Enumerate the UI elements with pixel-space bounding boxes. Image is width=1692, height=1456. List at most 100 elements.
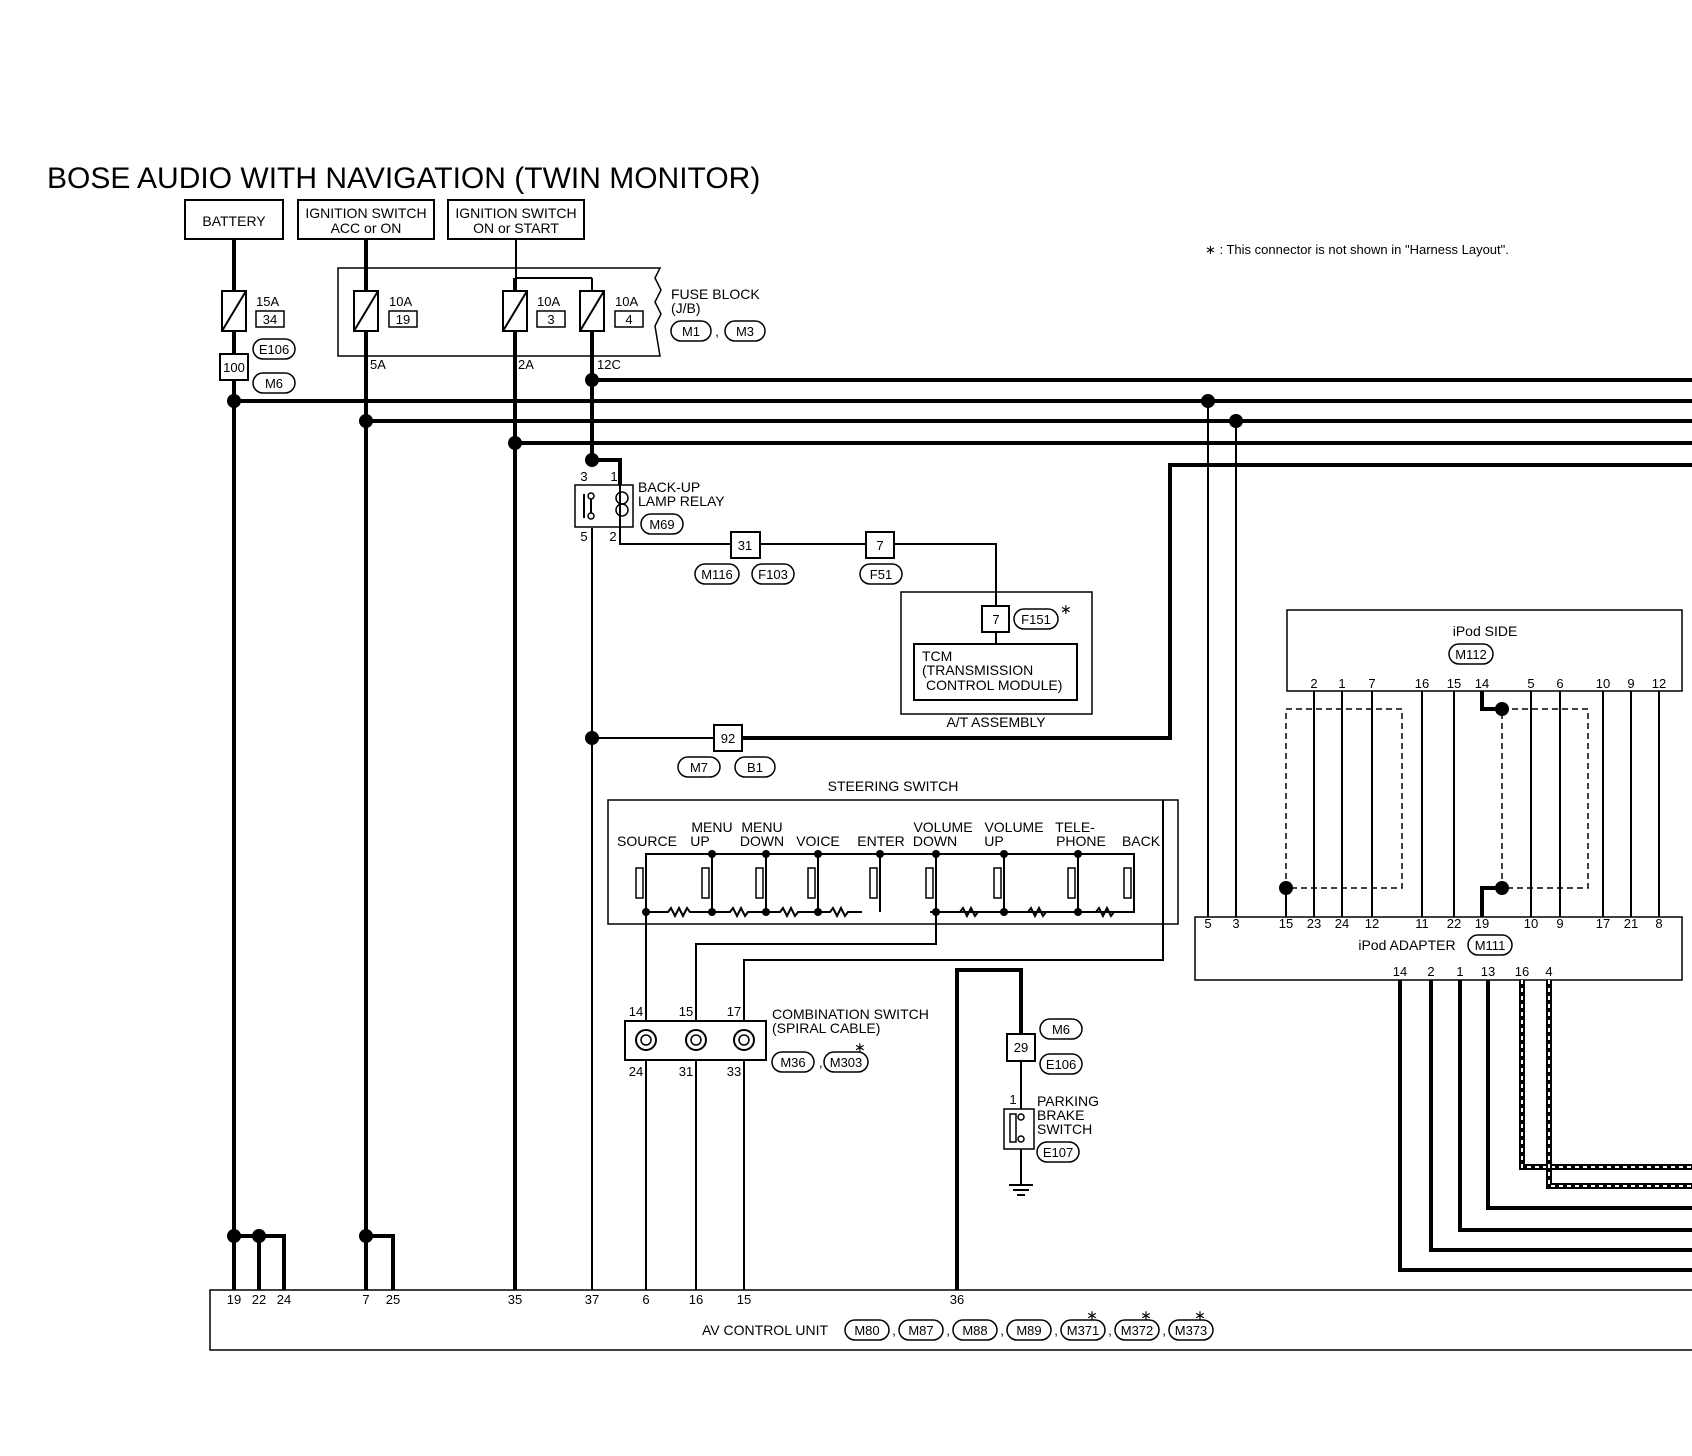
joint-92-pin: 92 (721, 731, 735, 746)
adapter-left-pin-3: 3 (1232, 916, 1239, 931)
ignition-switch-on-box: IGNITION SWITCH ON or START (447, 199, 585, 240)
adapter-bottom-pin-1: 1 (1456, 964, 1463, 979)
fuse-out-5a: 5A (370, 357, 386, 372)
label-phone: PHONE (1056, 833, 1106, 849)
label-tele: TELE- (1055, 819, 1095, 835)
comb-pin-33: 33 (727, 1064, 741, 1079)
conn-f103: F103 (758, 567, 788, 582)
av-conn-badge-M80 (844, 1319, 890, 1341)
star-f151: ∗ (1060, 601, 1072, 617)
parking-label-2: BRAKE (1037, 1107, 1084, 1123)
relay-pin-5: 5 (580, 529, 587, 544)
comb-label-1: COMBINATION SWITCH (772, 1006, 929, 1022)
star-M372: ∗ (1140, 1307, 1152, 1323)
backup-lamp-relay: 3 1 5 2 BACK-UP LAMP RELAY M69 (574, 458, 725, 544)
av-sep-3: , (1054, 1323, 1058, 1338)
conn-m6: M6 (265, 376, 283, 391)
adapter-bottom-pin-16: 16 (1515, 964, 1529, 979)
ipod-side-pin-14: 14 (1475, 676, 1489, 691)
adapter-top-pin-9: 9 (1556, 916, 1563, 931)
ipod-side-pin-10: 10 (1596, 676, 1610, 691)
fuse-10a-19: 10A 19 (353, 290, 418, 332)
conn-f51: F51 (870, 567, 892, 582)
av-conn-badge-M88 (952, 1319, 998, 1341)
tcm-label-1: TCM (922, 648, 952, 664)
adapter-top-pin-8: 8 (1655, 916, 1662, 931)
joint-7-pin: 7 (876, 538, 883, 553)
av-pin-24: 24 (277, 1292, 291, 1307)
av-pin-35: 35 (508, 1292, 522, 1307)
fuse-block-label-1: FUSE BLOCK (671, 286, 760, 302)
av-pin-15: 15 (737, 1292, 751, 1307)
av-conn-badge-M371 (1060, 1319, 1106, 1341)
av-conn-M88: M88 (962, 1323, 987, 1338)
av-pin-19: 19 (227, 1292, 241, 1307)
av-pin-7: 7 (362, 1292, 369, 1307)
fuse-4-num: 4 (625, 312, 632, 327)
fuse-15a-num: 34 (263, 312, 277, 327)
parking-brake: 29 M6 E106 1 PARKING BRAKE SWITCH E107 (955, 968, 1099, 1290)
relay-label-2: LAMP RELAY (638, 493, 725, 509)
adapter-top-pin-19: 19 (1475, 916, 1489, 931)
diagram-title: BOSE AUDIO WITH NAVIGATION (TWIN MONITOR… (47, 162, 760, 195)
adapter-top-pin-24: 24 (1335, 916, 1349, 931)
ipod-side-pin-16: 16 (1415, 676, 1429, 691)
conn-m36: M36 (780, 1055, 805, 1070)
ipod-side-pin-6: 6 (1556, 676, 1563, 691)
adapter-top-pin-10: 10 (1524, 916, 1538, 931)
steering-switch-title: STEERING SWITCH (828, 778, 959, 794)
parking-label-3: SWITCH (1037, 1121, 1092, 1137)
ipod-side-pin-12: 12 (1652, 676, 1666, 691)
conn-m1: M1 (682, 324, 700, 339)
av-pin-37: 37 (585, 1292, 599, 1307)
relay-pin-3: 3 (580, 469, 587, 484)
steering-switch: STEERING SWITCH MENU MENU VOLUME VOLUME … (607, 778, 1179, 925)
ipod-adapter: iPod ADAPTER M111 (1194, 916, 1683, 981)
conn-m7: M7 (690, 760, 708, 775)
adapter-bottom-pin-2: 2 (1427, 964, 1434, 979)
fuse-3-num: 3 (547, 312, 554, 327)
ign-acc-label-2: ACC or ON (331, 220, 402, 236)
conn-m3: M3 (736, 324, 754, 339)
comb-pin-24: 24 (629, 1064, 643, 1079)
av-conn-M373: M373 (1175, 1323, 1208, 1338)
joint-31: 31 M116 F103 (694, 531, 795, 585)
ipod-side-pin-2: 2 (1310, 676, 1317, 691)
adapter-bottom-pin-13: 13 (1481, 964, 1495, 979)
fuse-10a-3: 10A 3 (502, 290, 566, 332)
av-pin-16: 16 (689, 1292, 703, 1307)
ipod-adapter-label: iPod ADAPTER (1358, 937, 1455, 953)
relay-pin-2: 2 (609, 529, 616, 544)
av-sep-2: , (1000, 1323, 1004, 1338)
comb-label-2: (SPIRAL CABLE) (772, 1020, 880, 1036)
fuse-out-12c: 12C (597, 357, 621, 372)
star-M373: ∗ (1194, 1307, 1206, 1323)
av-conn-M80: M80 (854, 1323, 879, 1338)
ignition-switch-acc-box: IGNITION SWITCH ACC or ON (297, 199, 435, 240)
fuse-10a-4: 10A 4 (579, 290, 644, 332)
av-unit-title: AV CONTROL UNIT (702, 1322, 828, 1338)
conn-e106-pb: E106 (1046, 1057, 1076, 1072)
conn-m111: M111 (1475, 938, 1506, 953)
ign-acc-label-1: IGNITION SWITCH (305, 205, 426, 221)
label-up: UP (690, 833, 709, 849)
tcm-label-2: (TRANSMISSION (922, 662, 1033, 678)
joint-7: 7 F51 (859, 531, 903, 585)
battery-box: BATTERY (184, 199, 284, 240)
conn-m303: M303 (830, 1055, 863, 1070)
comb-pin-14: 14 (629, 1004, 643, 1019)
av-sep-4: , (1108, 1323, 1112, 1338)
fuse-19-amp: 10A (389, 294, 412, 309)
adapter-top-pin-11: 11 (1415, 916, 1429, 931)
av-conn-M89: M89 (1016, 1323, 1041, 1338)
ipod-side-pin-9: 9 (1627, 676, 1634, 691)
fuse-block-outline (337, 267, 662, 357)
label-volume-2: VOLUME (984, 819, 1043, 835)
conn-e106: E106 (259, 342, 289, 357)
av-conn-badge-M89 (1006, 1319, 1052, 1341)
